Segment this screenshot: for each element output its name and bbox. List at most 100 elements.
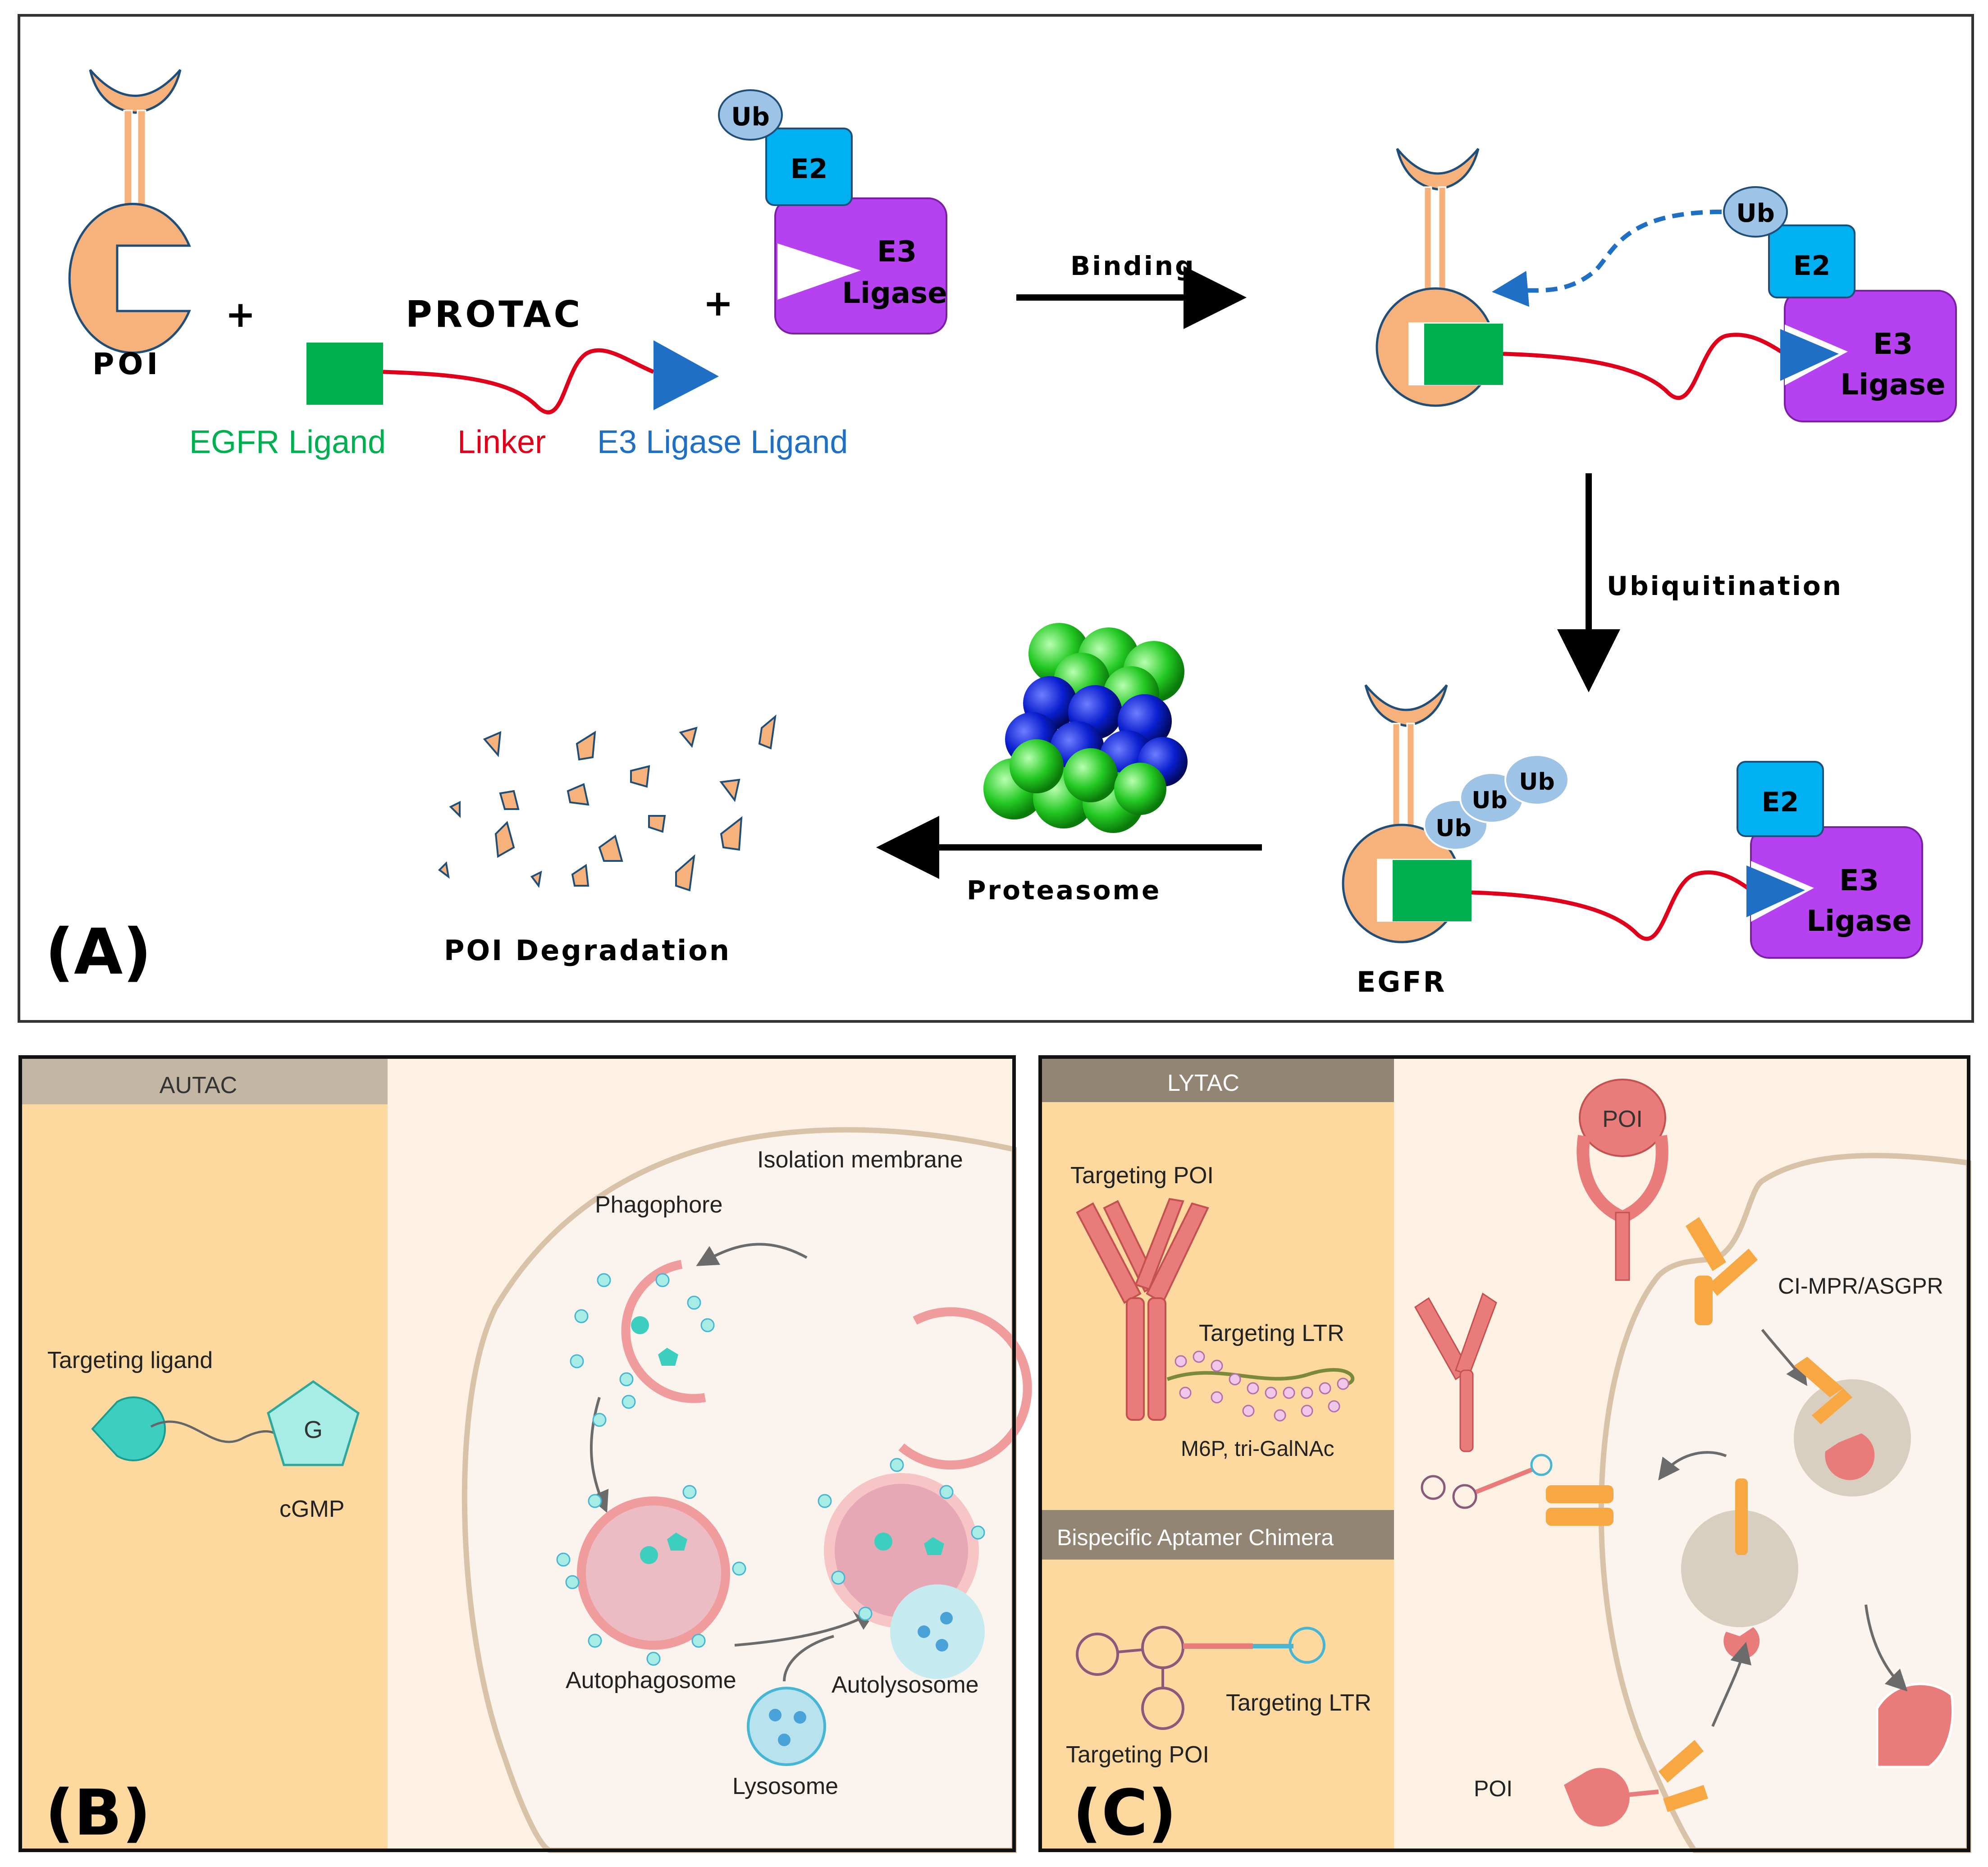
autac-cell (462, 1127, 1017, 1853)
poi-fragments (438, 714, 777, 892)
panel-c-left-bg (1040, 1057, 1394, 1850)
panel-a: POI + PROTAC EGFR Ligand Linker E3 Ligas… (18, 14, 1974, 1023)
panel-c: LYTAC Targeting POI Targeting LTR M6P, t… (1038, 1055, 1971, 1853)
plus-sign-2: + (703, 282, 733, 324)
endosome-2-receptor (1735, 1478, 1748, 1555)
bispecific-header-bg (1040, 1510, 1394, 1560)
autolysosome-lysosome-part (890, 1584, 985, 1679)
degradation-arrow (1865, 1604, 1908, 1692)
targeting-ligand-label: Targeting ligand (47, 1347, 213, 1373)
m6p-label: M6P, tri-GalNAc (1181, 1437, 1334, 1461)
autac-cargo-inside (631, 1316, 944, 1564)
arrow-to-phagophore (696, 1243, 808, 1266)
ub-chain-1: Ub (1435, 815, 1471, 842)
poi-top-antibody-stem (1615, 1212, 1630, 1281)
bottom-aptamer-linker (1590, 1789, 1659, 1801)
poi-degradation-label: POI Degradation (444, 934, 731, 967)
egfr-ligand-label: EGFR Ligand (189, 424, 386, 460)
e2-label: E2 (791, 153, 828, 185)
panel-c-border (1038, 1055, 1970, 1852)
ub-label-complex: Ub (1736, 199, 1775, 228)
ubiquitinated-complex: Ub Ub Ub E3 Ligase E2 (1342, 684, 1923, 959)
lytac-cell (1598, 1153, 1971, 1853)
ub-transfer-arrow (1492, 210, 1722, 307)
poi-top-label: POI (1602, 1106, 1643, 1132)
glycopeptide-backbone (1166, 1368, 1355, 1386)
receptor-top (1686, 1217, 1758, 1325)
panel-b: AUTAC Targeting ligand G cGMP Isolation … (18, 1055, 1032, 1853)
e3-label-line2: Ligase (842, 277, 947, 310)
lysosome-dots-in-autolysosome (918, 1612, 953, 1652)
free-aptamer (1421, 1454, 1553, 1509)
endosome-poi (1825, 1433, 1875, 1480)
isolation-membrane (898, 1307, 1032, 1470)
lysosome-label: Lysosome (732, 1773, 838, 1799)
cgmp-label: cGMP (279, 1496, 344, 1522)
ternary-complex: E3 Ligase E2 Ub (1376, 148, 1957, 422)
isolation-membrane-label: Isolation membrane (757, 1147, 963, 1173)
e3-label-line1-ub: E3 (1839, 864, 1879, 897)
arrow-to-autolysosome (734, 1610, 877, 1647)
poi-bottom-label: POI (1474, 1776, 1513, 1801)
e3-ligase-ligand-label: E3 Ligase Ligand (597, 424, 848, 460)
binding-label: Binding (1070, 251, 1196, 281)
free-lytac (1414, 1292, 1497, 1452)
receptor-label: CI-MPR/ASGPR (1778, 1273, 1943, 1299)
targeting-poi-label-2: Targeting POI (1066, 1742, 1209, 1768)
phagophore-label: Phagophore (595, 1192, 722, 1218)
lysosome (747, 1687, 826, 1766)
endosome-2 (1681, 1510, 1798, 1627)
panel-a-border (18, 14, 1974, 1023)
uptake-arrow (1711, 1642, 1751, 1727)
targeting-ligand-pacman (91, 1396, 166, 1461)
e3-ligase-ligand-triangle (654, 340, 719, 410)
e2-label-complex: E2 (1793, 250, 1831, 282)
bottom-receptor (1659, 1740, 1708, 1812)
degraded-poi (1876, 1683, 1954, 1768)
lytac-antibody (1076, 1198, 1209, 1421)
recycling-arrow (1658, 1451, 1727, 1481)
endosome-receptor (1794, 1357, 1852, 1424)
e3-complex-free: E3 Ligase E2 Ub (718, 89, 947, 334)
glycan-sugars (1175, 1350, 1349, 1422)
panel-b-header: AUTAC (160, 1072, 237, 1098)
bispecific-header: Bispecific Aptamer Chimera (1057, 1525, 1334, 1550)
proteasome-label: Proteasome (967, 875, 1161, 906)
lysosome-fusion-line (783, 1635, 834, 1682)
e3-label-line2-complex: Ligase (1840, 368, 1945, 402)
internalization-arrow (1761, 1329, 1807, 1386)
ubiquitination-label: Ubiquitination (1607, 571, 1843, 601)
e3-label-line1: E3 (877, 235, 917, 269)
targeting-ltr-label: Targeting LTR (1199, 1320, 1344, 1346)
panel-b-header-bg (20, 1057, 388, 1104)
arrow-to-autophagosome (589, 1397, 609, 1513)
phagophore (621, 1260, 706, 1403)
panel-a-label: (A) (45, 915, 151, 989)
egfr-ligand-square (306, 343, 383, 405)
ub-label: Ub (731, 102, 770, 132)
poi-top-shape (1579, 1079, 1666, 1157)
panel-c-header-bg (1040, 1057, 1394, 1102)
cgmp-pentagon (267, 1380, 360, 1466)
ub-chain-3: Ub (1519, 769, 1554, 796)
g-label: G (304, 1416, 323, 1443)
autophagosome (577, 1496, 730, 1650)
poi-label: POI (92, 347, 161, 381)
e2-label-ub: E2 (1762, 787, 1799, 818)
linker-label: Linker (457, 424, 546, 460)
autac-linker (150, 1420, 276, 1443)
targeting-ltr-label-2: Targeting LTR (1226, 1690, 1371, 1716)
autophagy-cargo-dots (556, 1273, 985, 1666)
bispecific-aptamer (1076, 1626, 1325, 1730)
recycled-receptor (1546, 1485, 1613, 1526)
protac-label: PROTAC (406, 293, 583, 335)
linker-line (383, 348, 654, 415)
poi-protein (68, 69, 191, 354)
targeting-poi-label: Targeting POI (1070, 1162, 1214, 1189)
e3-label-line2-ub: Ligase (1806, 905, 1911, 938)
panel-c-label: (C) (1073, 1776, 1177, 1850)
panel-b-label: (B) (45, 1776, 151, 1850)
autolysosome-label: Autolysosome (832, 1672, 979, 1698)
panel-b-border (18, 1055, 1016, 1852)
plus-sign-1: + (225, 293, 256, 335)
